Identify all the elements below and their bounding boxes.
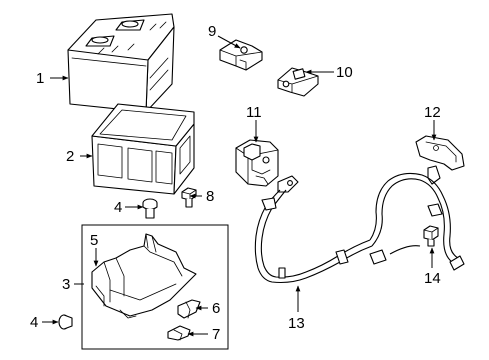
callout-9: 9 (208, 23, 216, 40)
callout-10: 10 (336, 64, 353, 81)
bracket-12[interactable] (415, 135, 465, 185)
bolt-14[interactable] (423, 225, 439, 247)
terminal-clamp-10[interactable] (277, 67, 319, 97)
leader-lines (42, 35, 437, 337)
battery-tray[interactable] (91, 233, 197, 319)
callout-11: 11 (246, 104, 262, 121)
bolt-upper[interactable] (142, 198, 158, 219)
battery[interactable] (67, 13, 175, 113)
callout-14: 14 (424, 270, 441, 287)
callout-1: 1 (36, 70, 44, 87)
callout-12: 12 (424, 104, 441, 121)
callout-5: 5 (90, 232, 98, 249)
bolt-lower[interactable] (58, 314, 73, 330)
callout-6: 6 (212, 300, 220, 317)
battery-cable-13[interactable] (254, 172, 465, 284)
callout-4-upper: 4 (114, 199, 122, 216)
bolt-8[interactable] (181, 187, 197, 208)
tray-assembly-box (81, 224, 229, 350)
callout-8: 8 (206, 188, 214, 205)
callout-4-lower: 4 (30, 314, 38, 331)
callout-13: 13 (288, 315, 305, 332)
battery-terminal-right (115, 19, 145, 31)
callout-7: 7 (212, 326, 220, 343)
terminal-block-11[interactable] (235, 139, 279, 187)
battery-case[interactable] (91, 103, 195, 195)
battery-terminal-left (85, 35, 115, 47)
clip-7[interactable] (167, 325, 191, 341)
callout-labels: 1 2 3 4 4 5 6 7 8 9 10 11 12 13 14 (30, 23, 441, 343)
bracket-6[interactable] (177, 299, 201, 319)
callout-2: 2 (66, 148, 74, 165)
callout-3: 3 (62, 276, 70, 293)
terminal-clamp-9[interactable] (219, 39, 263, 71)
